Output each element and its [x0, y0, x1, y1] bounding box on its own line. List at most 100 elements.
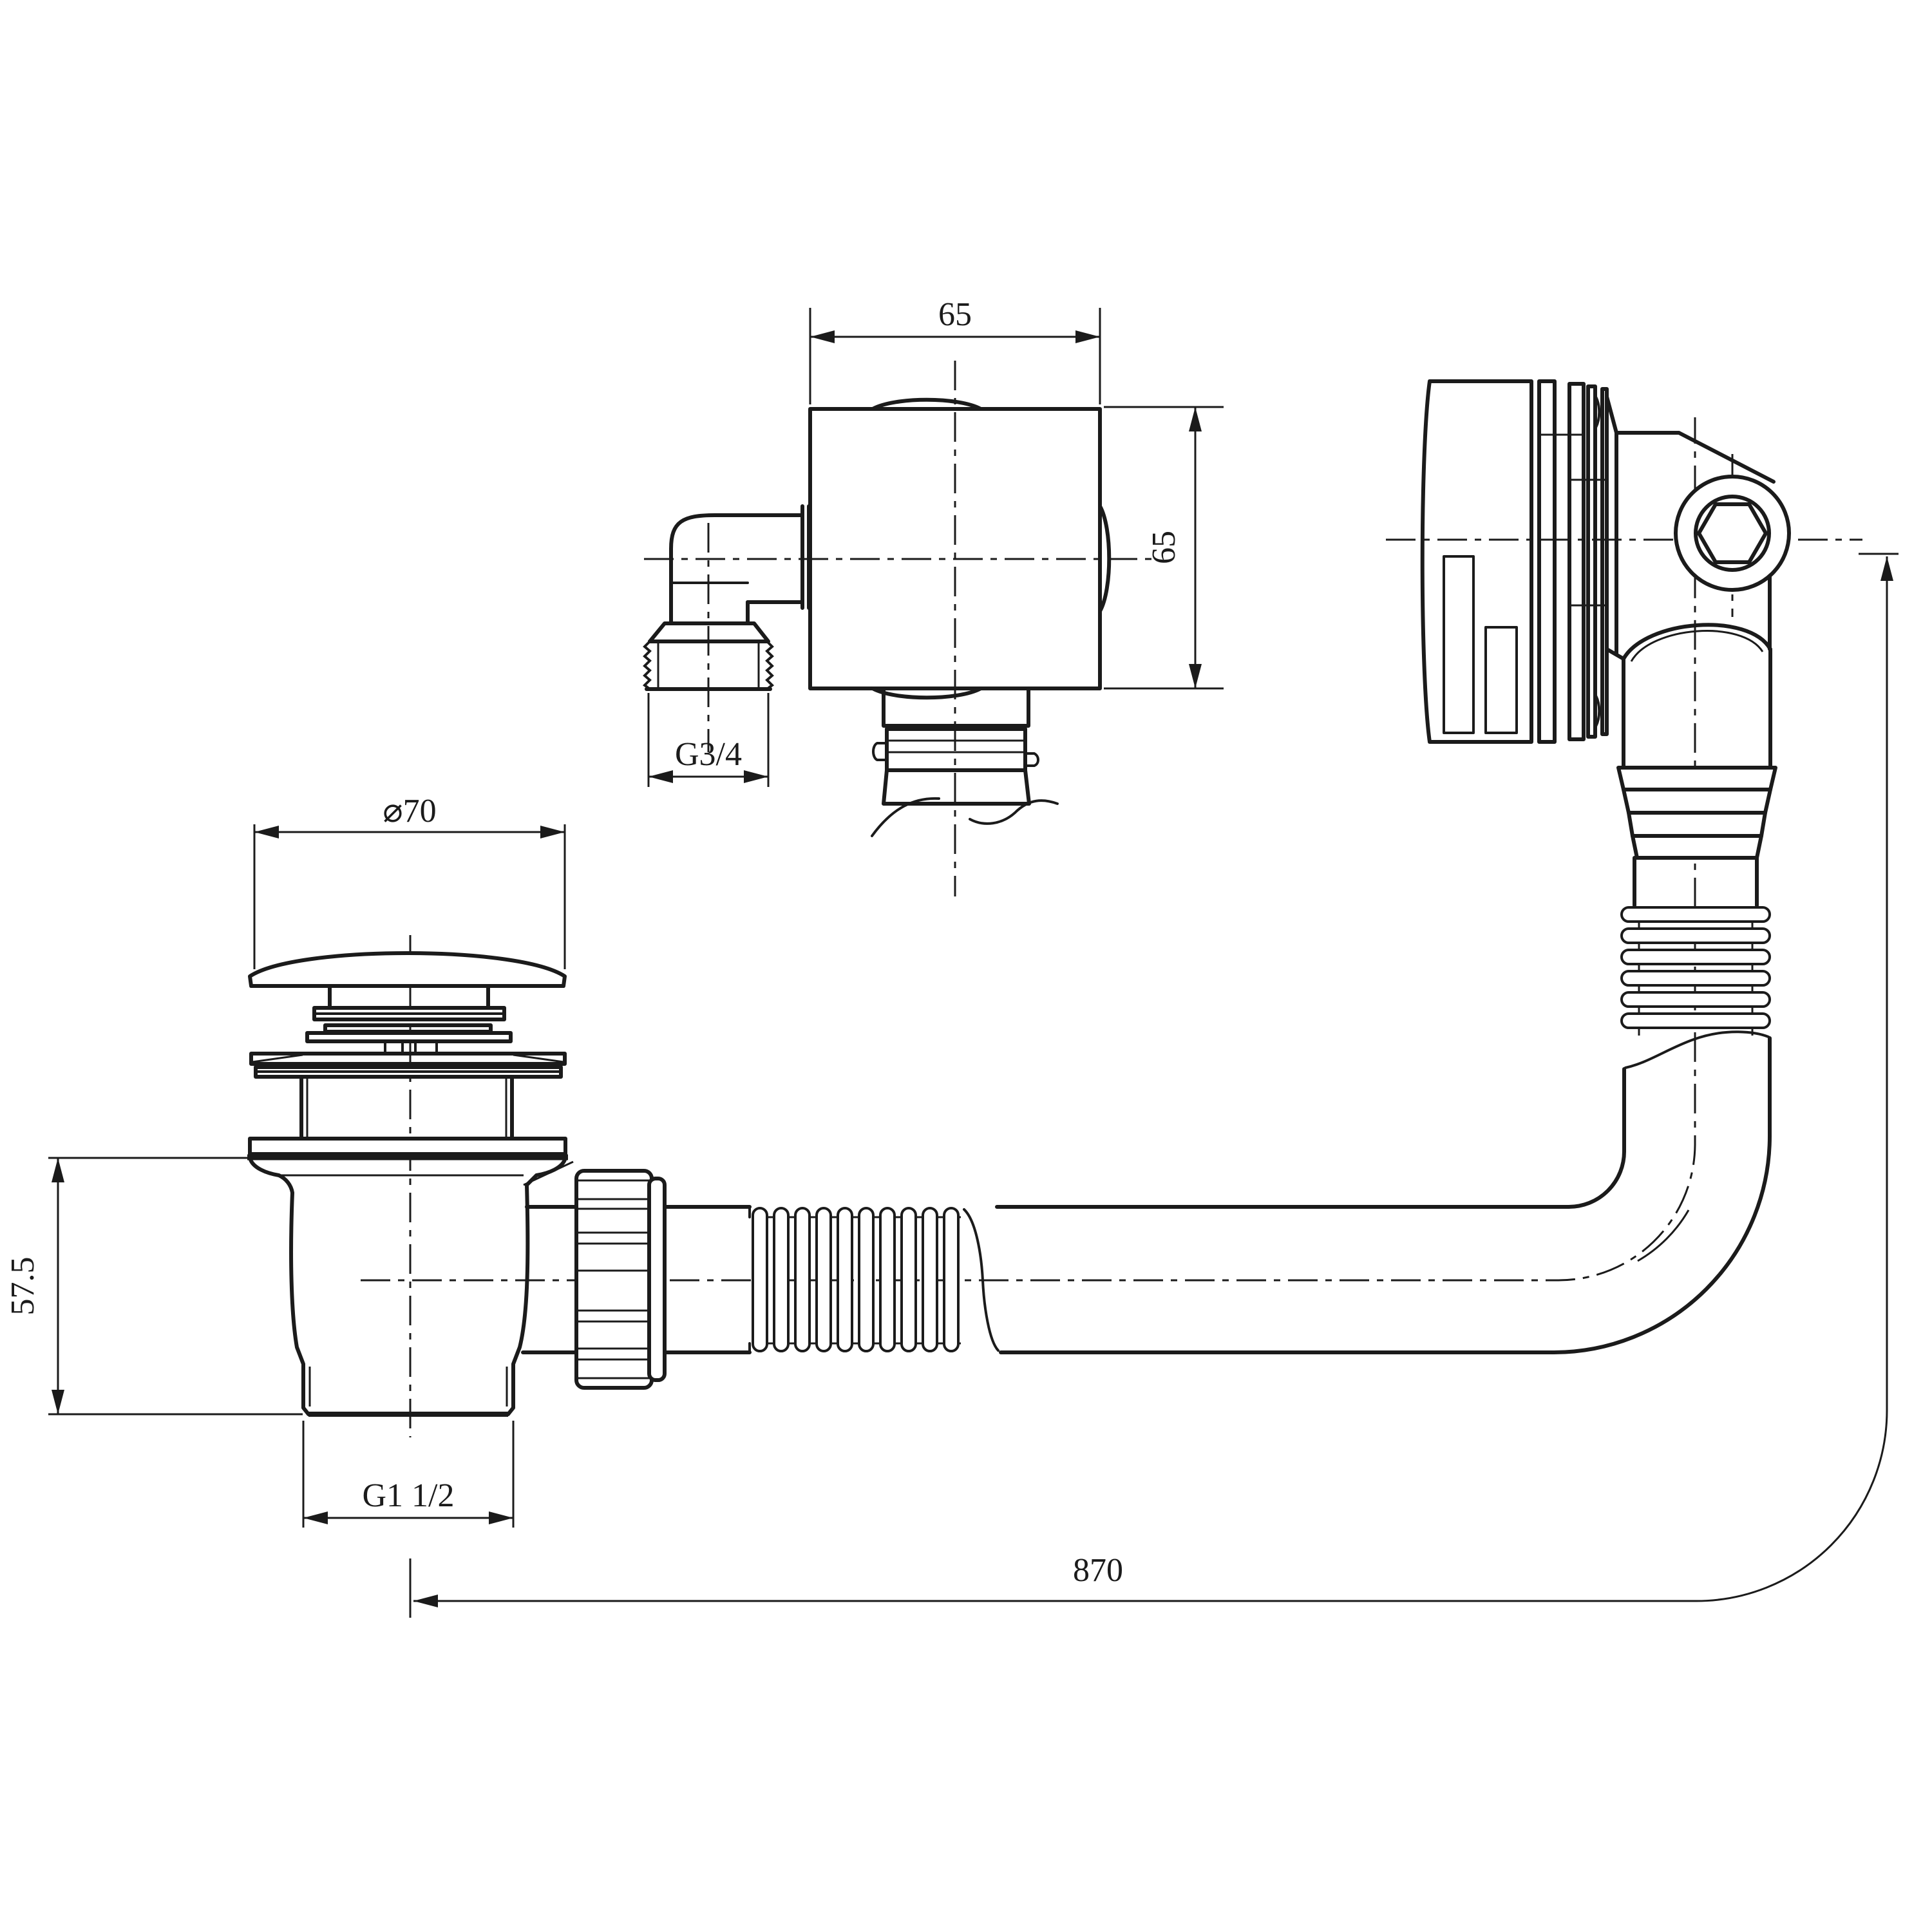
bowl-nut-shoulder: [523, 1160, 574, 1186]
elbow-thread-left: [642, 640, 652, 690]
outlet-box-assembly: [642, 397, 1112, 837]
backnut-knurling: [578, 1179, 649, 1379]
backnut-rim: [647, 1177, 667, 1382]
overflow-flange-4: [1600, 387, 1609, 736]
hose-neck: [1633, 856, 1759, 907]
hose-rib-v: [1620, 991, 1771, 1008]
elbow-thread-roots: [657, 643, 760, 688]
box-outlet-collar: [885, 727, 1027, 772]
ext-lines: [48, 1157, 303, 1416]
taper-ring-3: [1627, 811, 1767, 838]
top-flange-taper: [252, 1054, 564, 1063]
elbow-bend-outer: [669, 513, 717, 625]
box-outlet-clip-right: [1024, 752, 1039, 767]
taper-ring-1: [1616, 766, 1777, 791]
dim-label-elbow-thread: G3/4: [675, 736, 742, 773]
flange-section-ticks: [1539, 433, 1607, 607]
cap-disc-2: [323, 1023, 493, 1034]
ext-lines: [1104, 406, 1224, 690]
box-outlet-collar-ribs: [887, 739, 1025, 753]
cap-disc-3: [305, 1031, 513, 1043]
arrowhead-left: [413, 1595, 438, 1607]
taper-ring-2: [1622, 788, 1772, 815]
drain-outlet-stub: [521, 1205, 582, 1354]
cap-stem: [328, 984, 490, 1010]
elbow-thread-right: [765, 640, 775, 690]
hose-rib-v: [1620, 949, 1771, 965]
arrowhead-right: [1075, 330, 1100, 343]
arrowhead-top: [1189, 407, 1202, 431]
box-outlet-clip-left: [872, 742, 888, 761]
cap-castellation-2: [1484, 626, 1518, 734]
hose-rib: [858, 1207, 875, 1352]
waste-upper-body-inner: [306, 1077, 507, 1139]
waste-body-flange: [248, 1137, 567, 1156]
arrowhead-left: [254, 826, 279, 838]
hose-bend-outer: [1551, 1134, 1772, 1354]
dimension-box-height: 65: [1104, 406, 1224, 690]
dimension-elbow-thread: G3/4: [647, 693, 770, 787]
box-outlet-collar-top: [882, 687, 1030, 731]
dim-line-path: [413, 556, 1888, 1602]
hose-smooth-vertical: [1622, 1036, 1772, 1153]
dimension-box-width: 65: [809, 296, 1101, 404]
hose-rib-v: [1620, 906, 1771, 923]
ext-lines: [647, 693, 770, 787]
arrowhead-bottom: [1189, 664, 1202, 688]
waste-upper-body: [299, 1075, 514, 1141]
popup-cap: [248, 951, 567, 988]
flexible-hose: [521, 856, 1772, 1354]
outlet-dome-outer: [1622, 623, 1772, 661]
overflow-head: [1420, 379, 1791, 860]
arrowhead-bottom: [52, 1390, 64, 1414]
hose-bend-inner: [1567, 1150, 1626, 1209]
dim-label-waste-thread: G1 1/2: [363, 1477, 455, 1514]
break-wave-left: [871, 797, 940, 837]
gasket-squiggles: [1595, 395, 1601, 728]
hose-path-centerline: [361, 417, 1696, 1282]
hose-rib-v: [1620, 970, 1771, 987]
arrowhead-right: [744, 770, 768, 783]
hose-rib-v: [1620, 1012, 1771, 1029]
taper-ring-4: [1631, 834, 1763, 860]
hose-rib: [837, 1207, 853, 1352]
hose-rib: [815, 1207, 832, 1352]
cap-castellation-1: [1443, 555, 1475, 734]
hex-boss-inner-circle: [1694, 495, 1771, 572]
hose-bend-inner-wall: [1637, 1209, 1690, 1262]
hose-rib: [773, 1207, 790, 1352]
hose-transition-left: [963, 1208, 999, 1352]
overflow-flange-2: [1567, 382, 1586, 741]
hose-smooth-left: [663, 1205, 752, 1354]
overflow-body-left: [1605, 431, 1625, 661]
overflow-body-top: [1605, 395, 1776, 484]
box-top-boss-arc: [871, 397, 983, 411]
arrowhead-right: [489, 1511, 513, 1524]
dim-label-box-width: 65: [938, 296, 972, 333]
hex-socket-icon: [1697, 502, 1768, 564]
hose-rib: [879, 1207, 896, 1352]
outlet-walls: [1622, 647, 1772, 770]
hose-backnut: [574, 1169, 667, 1390]
box-outlet-flare: [882, 768, 1031, 806]
bowl-right-profile: [506, 1156, 567, 1416]
top-flange-plate: [249, 1052, 567, 1066]
hose-smooth-run: [995, 1205, 1571, 1354]
dimension-cap-diameter: ⌀70: [253, 793, 566, 969]
elbow-stub: [713, 513, 804, 604]
dim-label-cap-diameter: ⌀70: [383, 793, 436, 829]
thread-root-lines: [308, 1367, 508, 1406]
hose-rib: [752, 1207, 768, 1352]
elbow-shoulder: [648, 621, 770, 643]
hose-rib: [922, 1207, 938, 1352]
overflow-cap: [1420, 379, 1533, 744]
bowl-left-profile: [248, 1156, 310, 1416]
dim-label-hose-length: 870: [1073, 1552, 1123, 1589]
hose-rib: [794, 1207, 811, 1352]
dim-label-waste-height: 57.5: [5, 1257, 41, 1316]
hose-rib: [900, 1207, 917, 1352]
arrowhead-top: [52, 1158, 64, 1182]
dimension-hose-length: 870: [409, 553, 1899, 1618]
arrowhead-right: [540, 826, 565, 838]
